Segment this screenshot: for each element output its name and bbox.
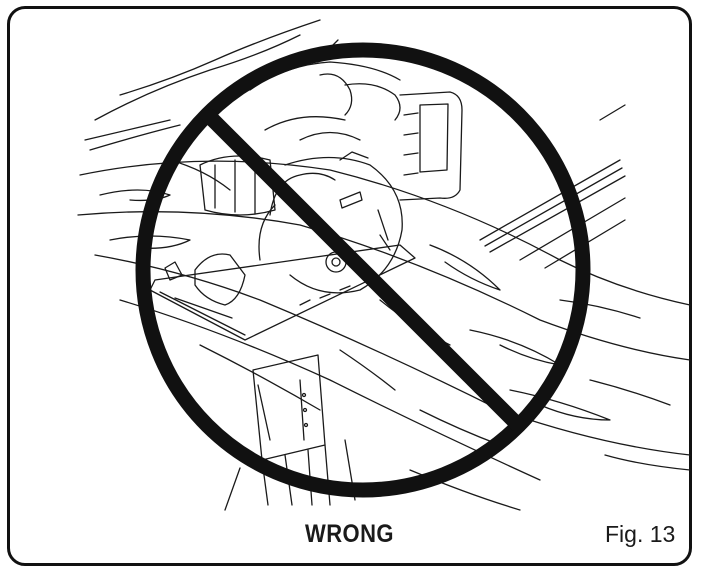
prohibited-circle-icon [135, 42, 591, 498]
caption-wrong: WRONG [305, 520, 394, 548]
wood-board-drawing [77, 119, 691, 511]
figure-label: Fig. 13 [605, 521, 676, 547]
guide-rails-drawing [479, 104, 626, 269]
battery-pack-drawing [399, 91, 463, 201]
